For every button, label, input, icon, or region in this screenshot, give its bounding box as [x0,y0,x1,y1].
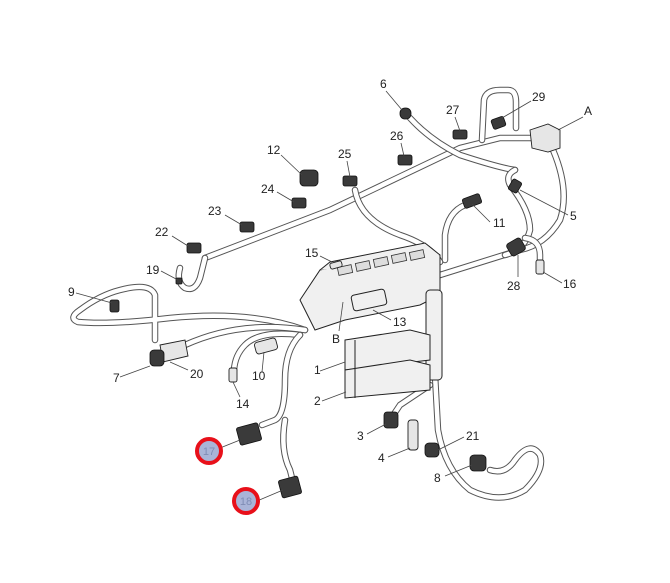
connector-9 [109,299,120,313]
connector-3 [383,411,399,429]
connector-15 [329,260,343,270]
callout-a[interactable]: A [584,104,592,118]
harness-wires [70,86,567,501]
connector-12 [299,169,319,187]
connector-28 [506,237,526,257]
connector-23 [239,221,255,233]
callout-labels: 6 27 29 A 26 25 12 24 23 22 19 9 5 11 28… [68,77,592,485]
callout-19[interactable]: 19 [146,263,160,277]
connector-5 [508,178,522,194]
callout-26[interactable]: 26 [390,129,404,143]
connector-4 [407,419,419,451]
callout-13[interactable]: 13 [393,315,407,329]
connector-22 [186,242,202,254]
connector-17 [236,422,262,446]
callout-5[interactable]: 5 [570,209,577,223]
connector-8 [469,454,487,472]
connector-7 [149,349,165,367]
connector-29 [490,116,507,130]
connector-24 [291,197,307,209]
connector-13 [350,288,388,312]
connector-26 [397,154,413,166]
callout-11[interactable]: 11 [493,216,506,230]
callout-7[interactable]: 7 [113,371,120,385]
callout-20[interactable]: 20 [190,367,204,381]
callout-4[interactable]: 4 [378,451,385,465]
connector-16 [535,259,545,275]
callout-9[interactable]: 9 [68,285,75,299]
highlight-callout-17[interactable]: 17 [195,437,223,465]
callout-24[interactable]: 24 [261,182,275,196]
callout-12[interactable]: 12 [267,143,281,157]
connector-14 [228,367,238,383]
connector-a [529,123,561,153]
connectors [109,107,561,499]
callout-6[interactable]: 6 [380,77,387,91]
callout-27[interactable]: 27 [446,103,460,117]
callout-21[interactable]: 21 [466,429,480,443]
connector-11 [461,193,483,209]
wire-lower-trunk [431,371,545,501]
callout-1[interactable]: 1 [314,363,321,377]
callout-10[interactable]: 10 [252,369,266,383]
callout-28[interactable]: 28 [507,279,521,293]
highlighted-callouts: 17 18 [195,437,260,515]
callout-22[interactable]: 22 [155,225,169,239]
highlight-callout-18[interactable]: 18 [232,487,260,515]
callout-b[interactable]: B [332,332,340,346]
callout-17: 17 [203,446,215,458]
connector-25 [342,175,358,187]
connector-21 [424,442,440,458]
connector-19 [175,277,183,285]
callout-29[interactable]: 29 [532,90,546,104]
connector-18 [278,475,302,499]
connector-6 [399,107,412,120]
callout-8[interactable]: 8 [434,471,441,485]
main-module [299,242,443,399]
relay-2 [344,359,431,399]
callout-15[interactable]: 15 [305,246,319,260]
callout-3[interactable]: 3 [357,429,364,443]
callout-2[interactable]: 2 [314,394,321,408]
callout-25[interactable]: 25 [338,147,352,161]
leader-lines [75,90,584,502]
connector-10 [254,337,278,355]
connector-27 [452,129,468,140]
callout-23[interactable]: 23 [208,204,222,218]
callout-18: 18 [240,496,252,508]
callout-16[interactable]: 16 [563,277,577,291]
callout-14[interactable]: 14 [236,397,250,411]
